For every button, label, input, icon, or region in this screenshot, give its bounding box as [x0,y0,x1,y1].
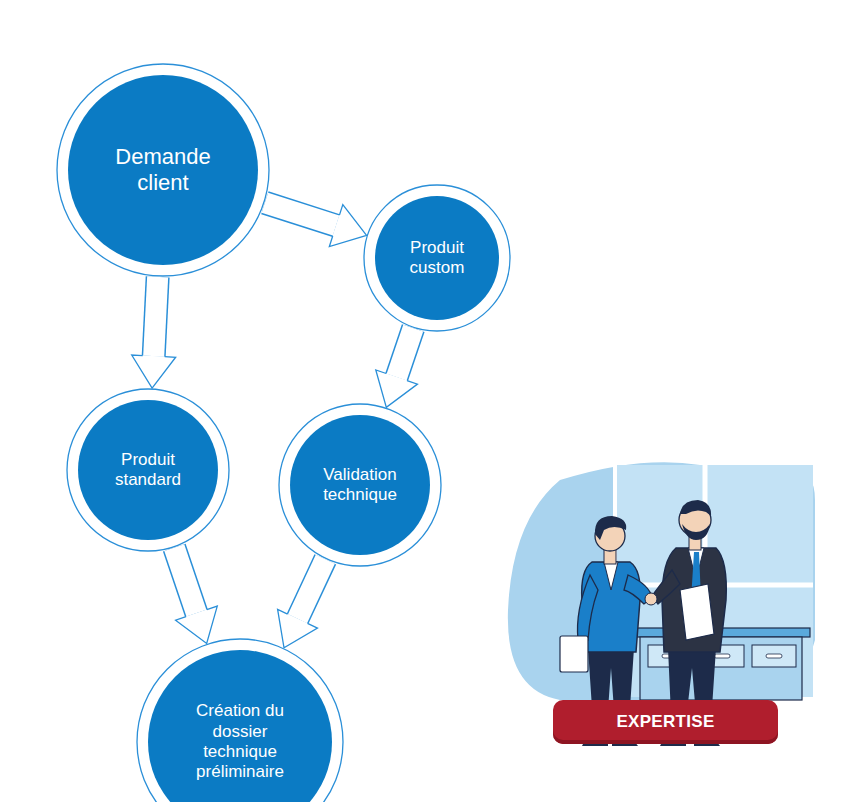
process-circle: Création du dossier technique préliminai… [136,638,344,802]
circle-fill [78,400,218,540]
arrow-head [176,606,218,643]
circle-ring [57,64,269,276]
circle-ring [364,185,510,331]
background-blob [508,462,815,700]
beard [682,524,710,540]
hair [680,500,711,516]
arrow-shaft-outline [174,548,196,613]
flow-arrow [132,277,176,388]
circle-fill [148,650,332,802]
process-circle: Produit standard [66,388,230,552]
node-text-group: Produit custom [392,238,482,279]
node-label: Produit custom [392,238,482,279]
flow-arrow [265,203,367,247]
arrow-shaft-outline [397,328,414,377]
jacket [662,548,726,652]
expertise-banner: EXPERTISE [553,700,778,744]
arrow-shaft [397,328,414,377]
process-circle: Validation technique [278,403,442,567]
node-text-group: Produit standard [103,450,193,491]
arrow-head [132,355,176,388]
flow-arrow [174,548,217,644]
papers [680,584,714,640]
process-circle: Demande client [56,63,270,277]
arrow-shaft [265,203,336,226]
arrow-head [329,205,366,247]
circle-ring [137,639,343,802]
flow-arrow [376,328,418,407]
arm [578,575,599,640]
node-text-group: Demande client [107,144,219,197]
arrow-shaft [174,548,196,613]
circle-ring [279,404,441,566]
node-text-group: Création du dossier technique préliminai… [193,701,287,783]
node-label: Validation technique [315,465,405,506]
shirt [604,562,618,590]
arrow-shaft-outline [265,203,336,226]
drawer [752,645,796,667]
banner-label: EXPERTISE [616,712,714,732]
arrow-head [376,370,418,407]
hair [595,516,626,540]
arrow-shaft [154,277,158,356]
node-label: Produit standard [103,450,193,491]
arrow-shaft-outline [154,277,158,356]
arrow-shaft [298,559,326,618]
arrow-shaft-outline [298,559,326,618]
bag [560,636,588,672]
circle-fill [290,415,430,555]
circle-ring [67,389,229,551]
handshake [645,593,657,605]
flow-arrow [278,559,326,647]
node-label: Création du dossier technique préliminai… [193,701,287,783]
arrow-head [278,609,318,647]
node-label: Demande client [107,144,219,197]
drawer-handle [714,654,730,658]
drawer-handle [766,654,782,658]
circle-fill [68,75,258,265]
office-background [508,462,815,700]
circle-fill [375,196,499,320]
node-text-group: Validation technique [315,465,405,506]
process-circle: Produit custom [363,184,511,332]
